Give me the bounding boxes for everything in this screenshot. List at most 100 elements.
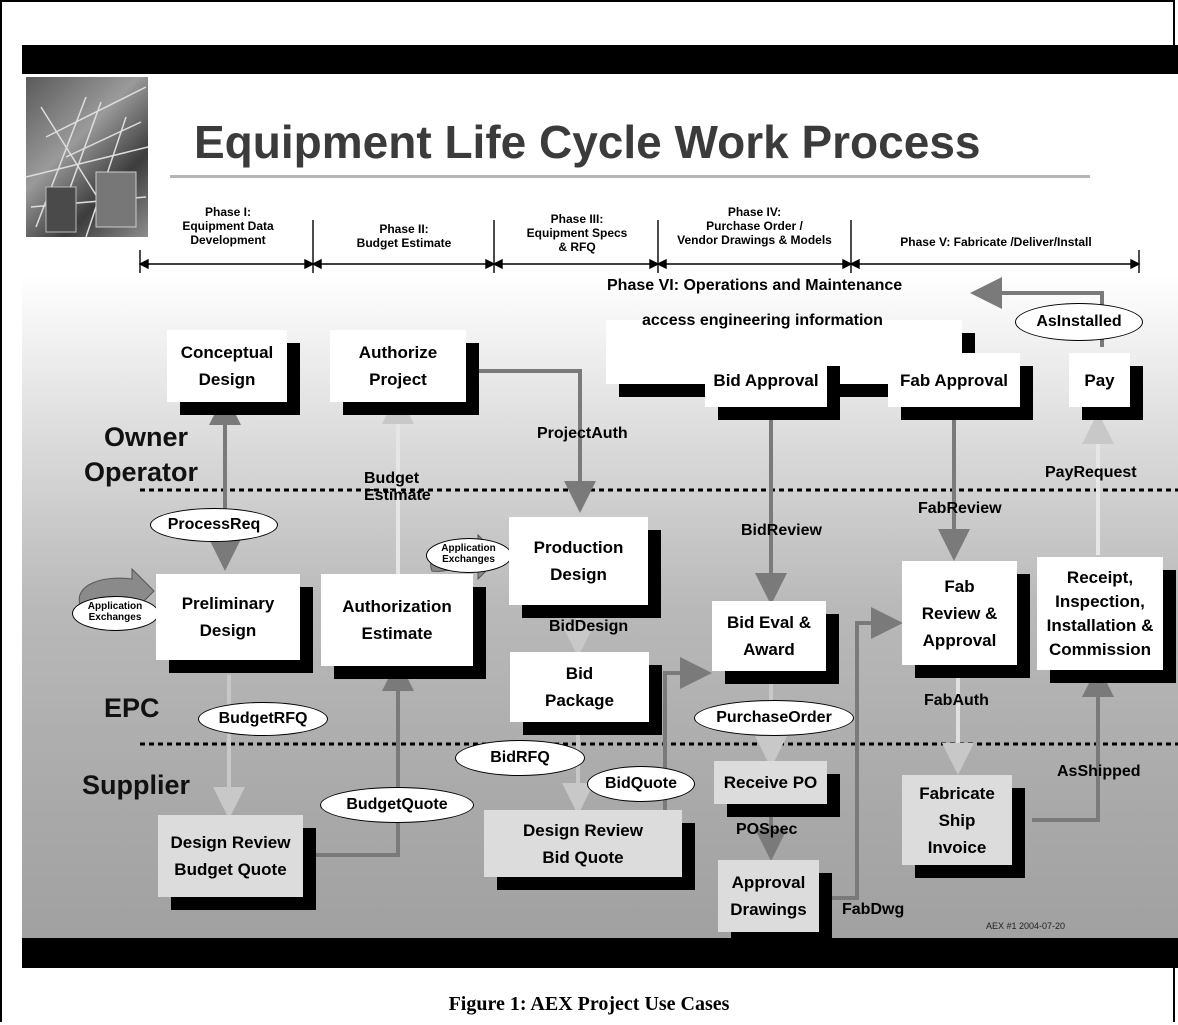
fab-review-label: FabReview <box>918 500 1002 517</box>
receive-po-label: Receive PO <box>723 773 818 792</box>
production-design-line1: Production <box>533 538 624 557</box>
fab-review-line2: Review & <box>921 603 998 623</box>
production-design-line2: Design <box>550 565 607 584</box>
pay-box: Pay <box>1069 353 1130 407</box>
bid-quote-oval: BidQuote <box>587 766 695 802</box>
budget-quote-oval: BudgetQuote <box>320 787 474 823</box>
fabricate-line2: Ship <box>938 810 976 830</box>
fab-approval-box: Fab Approval <box>888 353 1020 407</box>
slide: Equipment Life Cycle Work Process Phase … <box>22 45 1178 968</box>
phase-3-line3: & RFQ <box>558 240 596 254</box>
receipt-line1: Receipt, <box>1066 567 1134 587</box>
lane-epc-label: EPC <box>104 693 160 723</box>
phase-1-line3: Development <box>190 233 266 247</box>
process-req-label: ProcessReq <box>167 516 261 533</box>
figure-caption: Figure 1: AEX Project Use Cases <box>448 993 730 1015</box>
purchase-order-oval: PurchaseOrder <box>694 700 854 736</box>
purchase-order-label: PurchaseOrder <box>716 709 832 726</box>
preliminary-design-line2: Design <box>199 621 257 640</box>
budget-rfq-label: BudgetRFQ <box>218 710 308 727</box>
design-review-bid-line1: Design Review <box>523 820 643 840</box>
fab-approval-label: Fab Approval <box>900 370 1008 390</box>
app-exchanges-1-line1: Application <box>87 601 143 612</box>
bid-review-label: BidReview <box>741 522 822 539</box>
approval-drawings-line2: Drawings <box>730 900 807 919</box>
phase-5-line1: Phase V: Fabricate /Deliver/Install <box>900 235 1092 249</box>
bid-package-line1: Bid <box>565 664 594 683</box>
phase-1-line1: Phase I: <box>204 205 252 219</box>
fab-review-line1: Fab <box>944 576 975 596</box>
slide-title: Equipment Life Cycle Work Process <box>194 116 981 168</box>
slide-bottom-bar <box>22 938 1178 968</box>
process-req-oval: ProcessReq <box>150 508 278 542</box>
phase-1-header: Phase I: Equipment Data Development <box>140 205 316 247</box>
title-underline <box>170 175 1090 178</box>
fabricate-line1: Fabricate <box>919 783 995 803</box>
receipt-line4: Commission <box>1048 639 1151 659</box>
budget-estimate-line2: Estimate <box>364 487 431 504</box>
app-exchanges-label-1: Application Exchanges <box>74 601 156 623</box>
as-installed-label: AsInstalled <box>1036 313 1122 330</box>
phase-3-line1: Phase III: <box>550 212 604 226</box>
conceptual-design-line1: Conceptual <box>180 343 274 362</box>
bid-quote-label: BidQuote <box>605 775 677 792</box>
authorization-estimate-line1: Authorization <box>342 597 452 616</box>
bid-eval-award-line1: Bid Eval & <box>726 613 812 632</box>
lane-supplier-label: Supplier <box>82 770 191 800</box>
fabricate-line3: Invoice <box>927 837 987 857</box>
preliminary-design-line1: Preliminary <box>181 594 275 613</box>
construction-thumbnail-image <box>26 77 148 237</box>
app-exchanges-2-line1: Application <box>441 543 496 554</box>
project-auth-label: ProjectAuth <box>537 425 628 442</box>
fab-auth-label: FabAuth <box>924 692 989 709</box>
phase-2-header: Phase II: Budget Estimate <box>314 222 494 250</box>
receipt-box: Receipt, Inspection, Installation & Commiss… <box>1037 557 1163 670</box>
app-exchanges-1-line2: Exchanges <box>88 612 142 623</box>
app-exchanges-oval-2 <box>426 538 512 573</box>
phase-6-title: Phase VI: Operations and Maintenance <box>607 277 903 294</box>
bid-rfq-label: BidRFQ <box>490 749 550 766</box>
authorization-estimate-line2: Estimate <box>361 624 433 643</box>
bid-eval-award-line2: Award <box>743 640 795 659</box>
phase-4-line1: Phase IV: <box>727 205 782 219</box>
phase-3-header: Phase III: Equipment Specs & RFQ <box>495 212 659 254</box>
fab-dwg-label: FabDwg <box>842 901 905 918</box>
conceptual-design-line2: Design <box>198 370 256 389</box>
fab-review-line3: Approval <box>922 630 997 650</box>
bid-package-line2: Package <box>545 691 614 710</box>
phase-2-line2: Budget Estimate <box>356 236 452 250</box>
bid-approval-box: Bid Approval <box>705 353 827 407</box>
as-installed-oval: AsInstalled <box>1015 303 1143 341</box>
phase-2-line1: Phase II: <box>379 222 429 236</box>
design-review-bid-line2: Bid Quote <box>542 847 624 867</box>
budget-quote-label: BudgetQuote <box>346 796 448 813</box>
receipt-line2: Inspection, <box>1055 591 1145 611</box>
phase-6-subtitle: access engineering information <box>642 312 883 329</box>
bid-rfq-oval: BidRFQ <box>455 740 585 776</box>
phase-5-header: Phase V: Fabricate /Deliver/Install <box>851 235 1141 249</box>
receipt-line3: Installation & <box>1046 615 1154 635</box>
approval-drawings-line1: Approval <box>731 873 806 892</box>
app-exchanges-2-line2: Exchanges <box>442 554 495 565</box>
lane-owner-label-1: Owner <box>104 422 189 452</box>
crane-icon <box>26 86 148 237</box>
lane-owner-label-2: Operator <box>84 457 199 487</box>
bid-design-label: BidDesign <box>549 618 629 635</box>
budget-estimate-label: Budget Estimate <box>364 470 431 504</box>
phase-4-line3: Vendor Drawings & Models <box>677 233 832 247</box>
phase-1-line2: Equipment Data <box>182 219 274 233</box>
design-review-budget-line2: Budget Quote <box>174 860 287 879</box>
pay-label: Pay <box>1084 370 1115 390</box>
po-spec-label: POSpec <box>736 821 798 838</box>
phase-3-line2: Equipment Specs <box>526 226 628 240</box>
bid-approval-label: Bid Approval <box>713 370 819 390</box>
